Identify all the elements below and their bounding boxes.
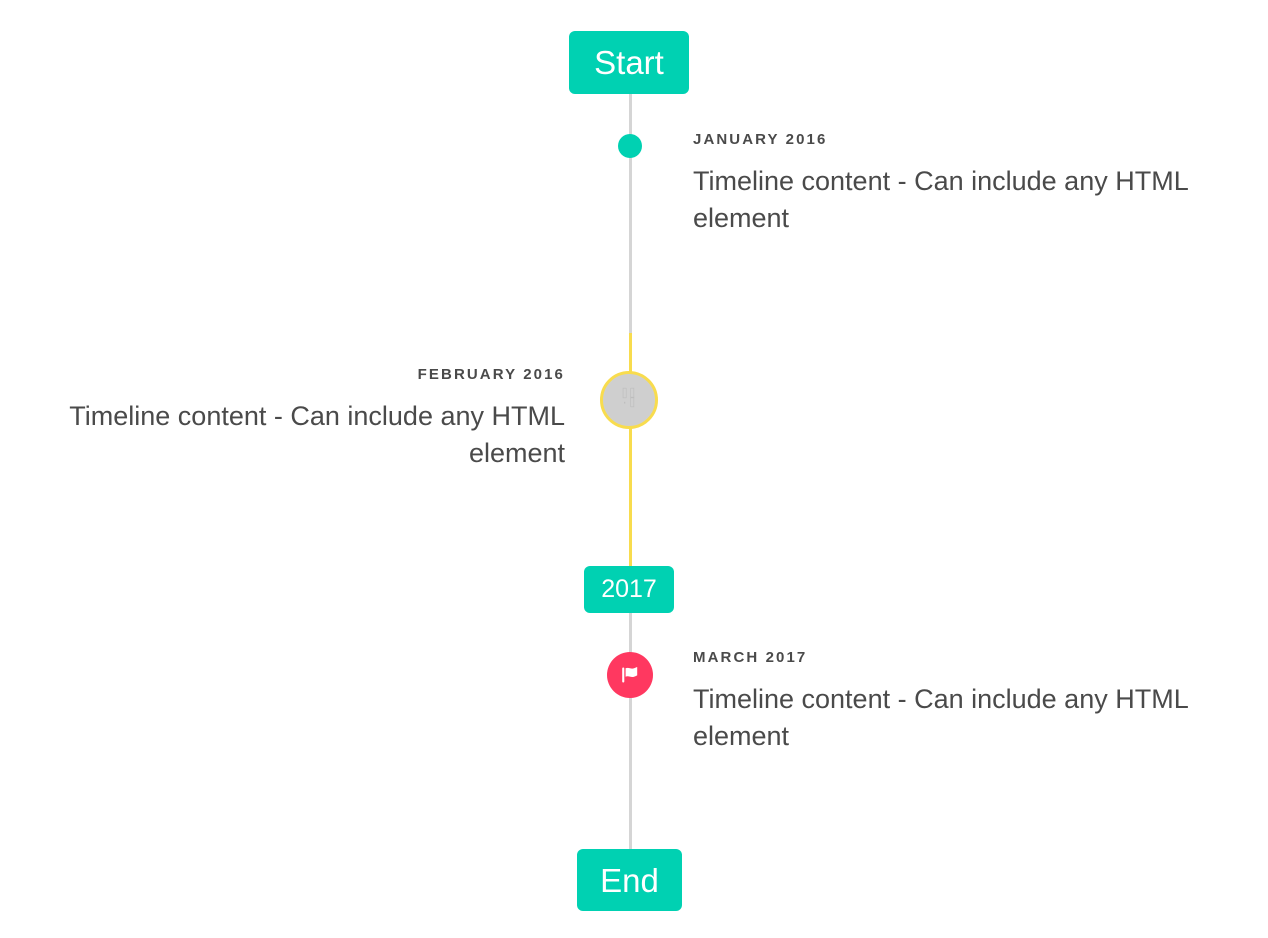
timeline-end-badge-label: End bbox=[600, 861, 659, 899]
timeline-axis-segment-top bbox=[629, 94, 632, 333]
timeline-entry-content: January 2016 Timeline content - Can incl… bbox=[693, 131, 1223, 237]
missing-glyph-icon-label: ⌷⌷ ·⌷ bbox=[621, 389, 637, 410]
timeline-start-badge[interactable]: Start bbox=[569, 31, 689, 94]
timeline-year-badge-label: 2017 bbox=[601, 575, 657, 603]
timeline-axis-segment-highlighted bbox=[629, 333, 632, 566]
timeline-year-badge[interactable]: 2017 bbox=[584, 566, 674, 613]
missing-glyph-icon: ⌷⌷ ·⌷ bbox=[600, 371, 658, 429]
timeline-entry-content: March 2017 Timeline content - Can includ… bbox=[693, 649, 1223, 755]
dot-icon bbox=[618, 134, 642, 158]
timeline-entry-date: February 2016 bbox=[417, 366, 565, 383]
timeline-start-badge-label: Start bbox=[594, 44, 664, 81]
flag-icon bbox=[607, 652, 653, 698]
timeline-entry-date: March 2017 bbox=[693, 649, 808, 666]
timeline-end-badge[interactable]: End bbox=[577, 849, 682, 911]
timeline-entry-body: Timeline content - Can include any HTML … bbox=[693, 165, 1188, 233]
timeline-axis-segment-bottom bbox=[629, 612, 632, 849]
timeline-entry-body: Timeline content - Can include any HTML … bbox=[693, 683, 1188, 751]
timeline-entry-date: January 2016 bbox=[693, 131, 828, 148]
timeline-entry-content: February 2016 Timeline content - Can inc… bbox=[40, 366, 565, 472]
timeline-entry-body: Timeline content - Can include any HTML … bbox=[69, 400, 565, 468]
